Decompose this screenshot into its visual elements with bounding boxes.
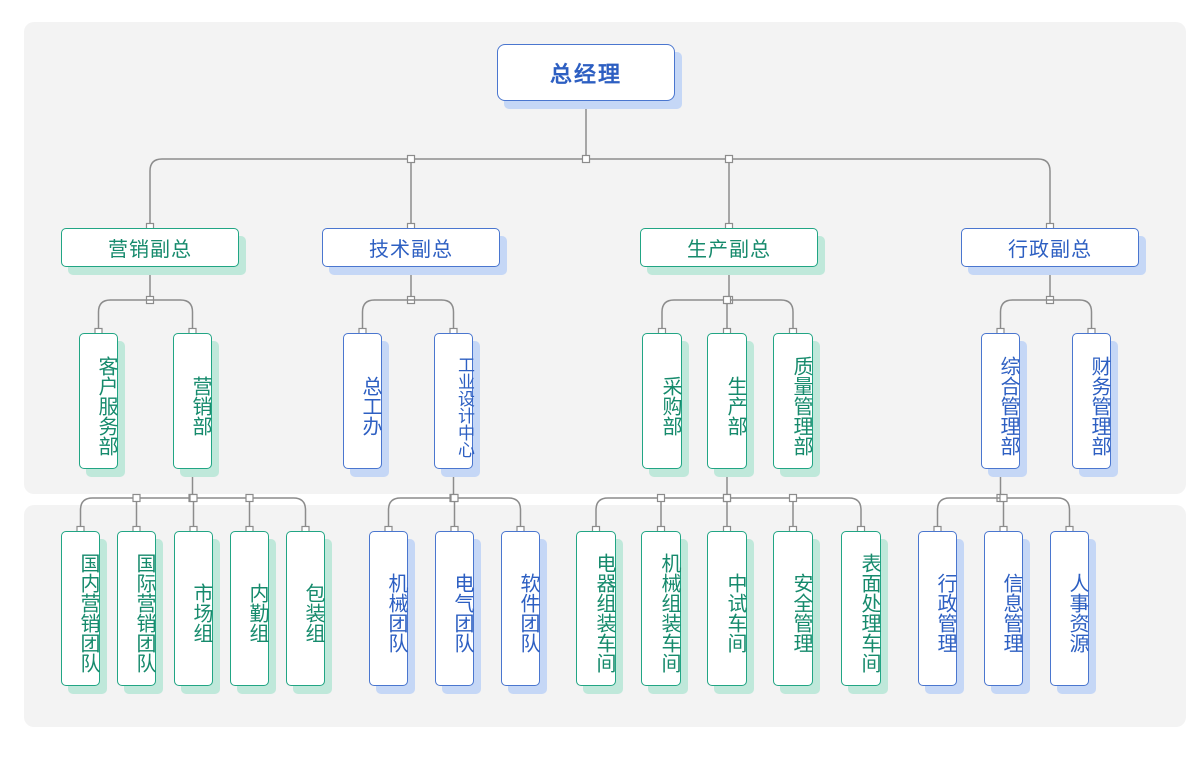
dept-node-3-1: 财务管理部 <box>1072 333 1112 469</box>
connector-bar <box>149 158 1051 181</box>
connector-handle <box>724 154 734 164</box>
dept-node-2-0: 采购部 <box>642 333 683 469</box>
connector-handle <box>450 493 459 503</box>
dept-node-2-1: 生产部 <box>707 333 748 469</box>
dept-node-1-0: 总工办 <box>343 333 383 469</box>
vp-node-0: 营销副总 <box>61 228 239 267</box>
connector-bar <box>361 299 455 322</box>
connector-handle <box>189 493 198 503</box>
team-node-2-1-0: 电器组装车间 <box>576 531 617 686</box>
connector-handle <box>722 295 732 305</box>
team-node-3-0-0: 行政管理 <box>918 531 958 686</box>
team-node-0-1-2: 市场组 <box>174 531 214 686</box>
team-node-3-0-2: 人事资源 <box>1050 531 1090 686</box>
connector-handle <box>406 154 416 164</box>
team-node-2-1-1: 机械组装车间 <box>641 531 682 686</box>
connector-handle <box>722 493 732 503</box>
team-node-2-1-2: 中试车间 <box>707 531 748 686</box>
team-node-1-1-1: 电气团队 <box>435 531 475 686</box>
team-node-2-1-3: 安全管理 <box>773 531 814 686</box>
team-node-0-1-3: 内勤组 <box>230 531 270 686</box>
dept-node-2-2: 质量管理部 <box>773 333 814 469</box>
dept-node-1-1: 工业设计中心 <box>434 333 474 469</box>
vp-node-2: 生产副总 <box>640 228 818 267</box>
team-node-0-1-1: 国际营销团队 <box>117 531 157 686</box>
dept-node-0-0: 客户服务部 <box>79 333 119 469</box>
connector-bar <box>999 299 1093 322</box>
connector-handle <box>245 493 254 503</box>
team-node-2-1-4: 表面处理车间 <box>841 531 882 686</box>
connector-handle <box>581 154 591 164</box>
dept-node-3-0: 综合管理部 <box>981 333 1021 469</box>
vp-node-1: 技术副总 <box>322 228 500 267</box>
connector-handle <box>656 493 666 503</box>
team-node-0-1-4: 包装组 <box>286 531 326 686</box>
team-node-1-1-2: 软件团队 <box>501 531 541 686</box>
connector-handle <box>999 493 1008 503</box>
team-node-3-0-1: 信息管理 <box>984 531 1024 686</box>
connector-handle <box>132 493 141 503</box>
dept-node-0-1: 营销部 <box>173 333 213 469</box>
vp-node-3: 行政副总 <box>961 228 1139 267</box>
connector-handle <box>788 493 798 503</box>
team-node-0-1-0: 国内营销团队 <box>61 531 101 686</box>
connector-bar <box>97 299 194 322</box>
root-node: 总经理 <box>497 44 675 101</box>
team-node-1-1-0: 机械团队 <box>369 531 409 686</box>
